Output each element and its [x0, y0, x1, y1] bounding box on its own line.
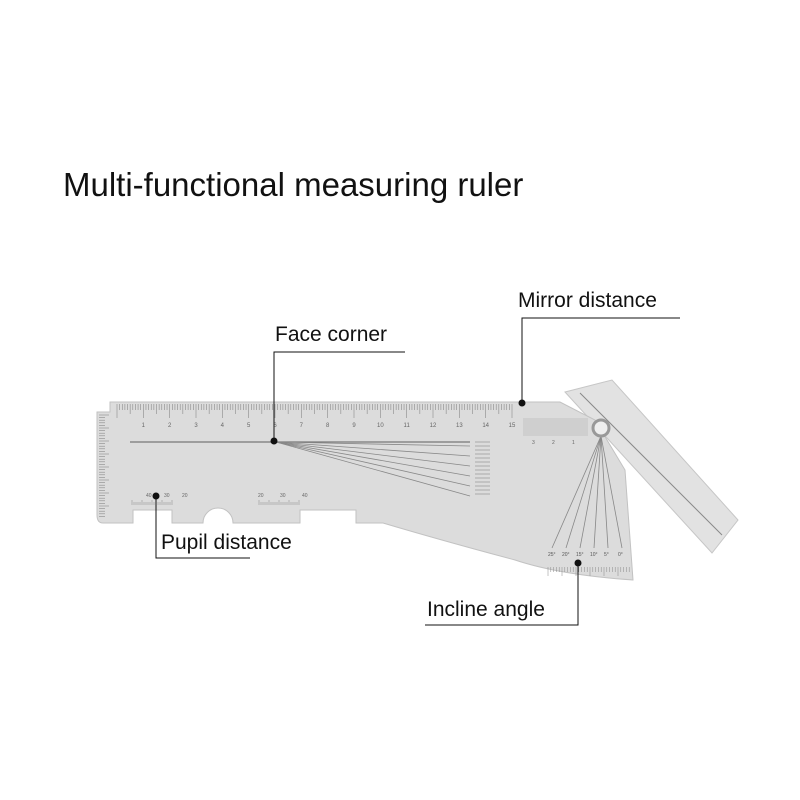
face-corner-label: Face corner — [275, 323, 388, 346]
fan-line — [275, 441, 471, 477]
mirror-scale — [523, 418, 588, 436]
incline-line — [551, 435, 602, 549]
scale-number: 10 — [377, 423, 384, 429]
pupil-number: 30 — [164, 493, 170, 499]
face-corner-fan — [275, 441, 490, 497]
pivot-rivet — [591, 418, 611, 438]
scale-number: 12 — [430, 423, 437, 429]
scale-number: 8 — [326, 423, 330, 429]
angle-label: 15° — [576, 552, 584, 558]
scale-number: 2 — [168, 423, 172, 429]
incline-line — [600, 435, 623, 549]
mirror-number: 2 — [552, 440, 555, 446]
mirror-number: 3 — [532, 440, 535, 446]
pupil-distance-dot — [152, 492, 160, 500]
incline-line — [579, 435, 602, 549]
scale-number: 7 — [300, 423, 304, 429]
scale-number: 9 — [352, 423, 356, 429]
scale-number: 11 — [404, 423, 411, 429]
ruler-body — [96, 401, 634, 581]
pupil-number: 40 — [302, 493, 308, 499]
pupil-distance-leader — [155, 496, 250, 559]
fan-line — [275, 441, 471, 497]
scale-number: 3 — [194, 423, 198, 429]
incline-angle-leader — [425, 563, 579, 626]
fan-line — [275, 441, 471, 447]
fan-line — [275, 441, 471, 467]
pupil-number: 20 — [182, 493, 188, 499]
mirror-distance-leader — [521, 317, 680, 403]
angle-label: 5° — [604, 552, 609, 558]
angle-label: 20° — [562, 552, 570, 558]
angle-labels: 25° 20° 15° 10° 5° 0° — [548, 552, 623, 558]
angle-label: 10° — [590, 552, 598, 558]
scale-number: 1 — [142, 423, 146, 429]
face-corner-leader — [273, 351, 405, 440]
mirror-distance-dot — [518, 399, 526, 407]
pupil-scales: 40 30 20 20 30 40 — [131, 493, 308, 505]
scale-number: 4 — [221, 423, 225, 429]
scale-number: 5 — [247, 423, 251, 429]
incline-line — [593, 435, 602, 549]
top-scale-ticks — [116, 404, 513, 418]
angle-label: 25° — [548, 552, 556, 558]
scale-number: 6 — [273, 423, 277, 429]
pupil-number: 30 — [280, 493, 286, 499]
face-corner-dot — [270, 437, 278, 445]
mirror-number: 1 — [572, 440, 575, 446]
pupil-number: 20 — [258, 493, 264, 499]
angle-label: 0° — [618, 552, 623, 558]
incline-angle-fan — [547, 435, 630, 576]
scale-number: 14 — [482, 423, 489, 429]
mirror-scale-numbers: 3 2 1 — [532, 440, 575, 446]
pupil-number: 40 — [146, 493, 152, 499]
arm-center-line — [579, 392, 723, 536]
scale-number: 13 — [456, 423, 463, 429]
incline-angle-dot — [574, 559, 582, 567]
page-title: Multi-functional measuring ruler — [63, 166, 524, 203]
fan-line — [275, 441, 471, 457]
left-scale-ticks — [99, 414, 109, 517]
incline-line — [565, 435, 602, 549]
scale-number: 15 — [509, 423, 516, 429]
incline-angle-label: Incline angle — [427, 598, 545, 621]
pupil-distance-label: Pupil distance — [161, 531, 292, 554]
incline-line — [600, 435, 609, 549]
fan-line — [275, 441, 471, 487]
mirror-distance-label: Mirror distance — [518, 289, 657, 312]
